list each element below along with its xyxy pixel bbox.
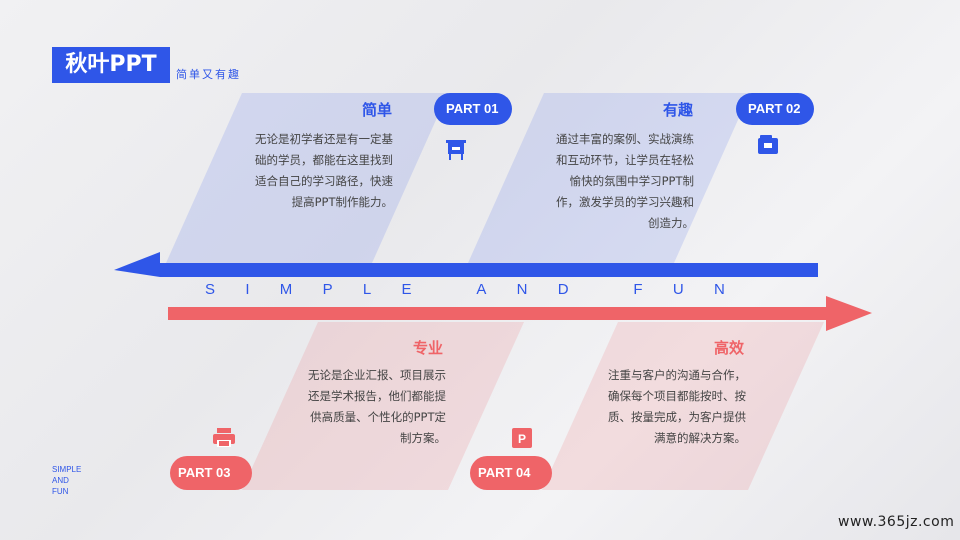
part-03-pill xyxy=(170,456,252,490)
side-tag: SIMPLE AND FUN xyxy=(52,465,82,496)
watermark: www.365jz.com xyxy=(838,514,955,530)
card-3-text: 无论是企业汇报、项目展示 还是学术报告，他们都能提 供高质量、个性化的PPT定 … xyxy=(308,368,446,445)
card-4-title: 高效 xyxy=(714,339,745,357)
card-1-panel xyxy=(166,93,448,263)
card-3-panel xyxy=(242,322,524,490)
red-arrow-right xyxy=(168,296,872,331)
powerpoint-icon: P xyxy=(512,428,532,448)
logo: 秋叶PPT xyxy=(52,47,170,83)
card-2-text: 通过丰富的案例、实战演练 和互动环节，让学员在轻松 愉快的氛围中学习PPT制 作… xyxy=(556,132,694,230)
part-02-pill xyxy=(736,93,814,125)
part-04-label: PART 04 xyxy=(478,465,531,480)
subtitle: 简单又有趣 xyxy=(176,68,241,81)
part-03-label: PART 03 xyxy=(178,465,231,480)
card-3-title: 专业 xyxy=(413,339,444,357)
card-2-panel xyxy=(468,93,750,263)
part-01-label: PART 01 xyxy=(446,101,499,116)
presentation-board-icon xyxy=(446,140,466,160)
card-2-title: 有趣 xyxy=(663,101,694,119)
card-4-text: 注重与客户的沟通与合作， 确保每个项目都能按时、按 质、按量完成，为客户提供 满… xyxy=(608,368,746,445)
svg-text:P: P xyxy=(518,432,526,446)
card-4-panel xyxy=(542,322,824,490)
blue-arrow-left xyxy=(114,252,818,277)
card-1-text: 无论是初学者还是有一定基 础的学员，都能在这里找到 适合自己的学习路径，快速 提… xyxy=(255,132,393,209)
part-04-pill xyxy=(470,456,552,490)
wallet-icon xyxy=(758,135,778,154)
card-1-title: 简单 xyxy=(362,101,393,119)
part-02-label: PART 02 xyxy=(748,101,801,116)
printer-icon xyxy=(213,428,235,447)
part-01-pill xyxy=(434,93,512,125)
